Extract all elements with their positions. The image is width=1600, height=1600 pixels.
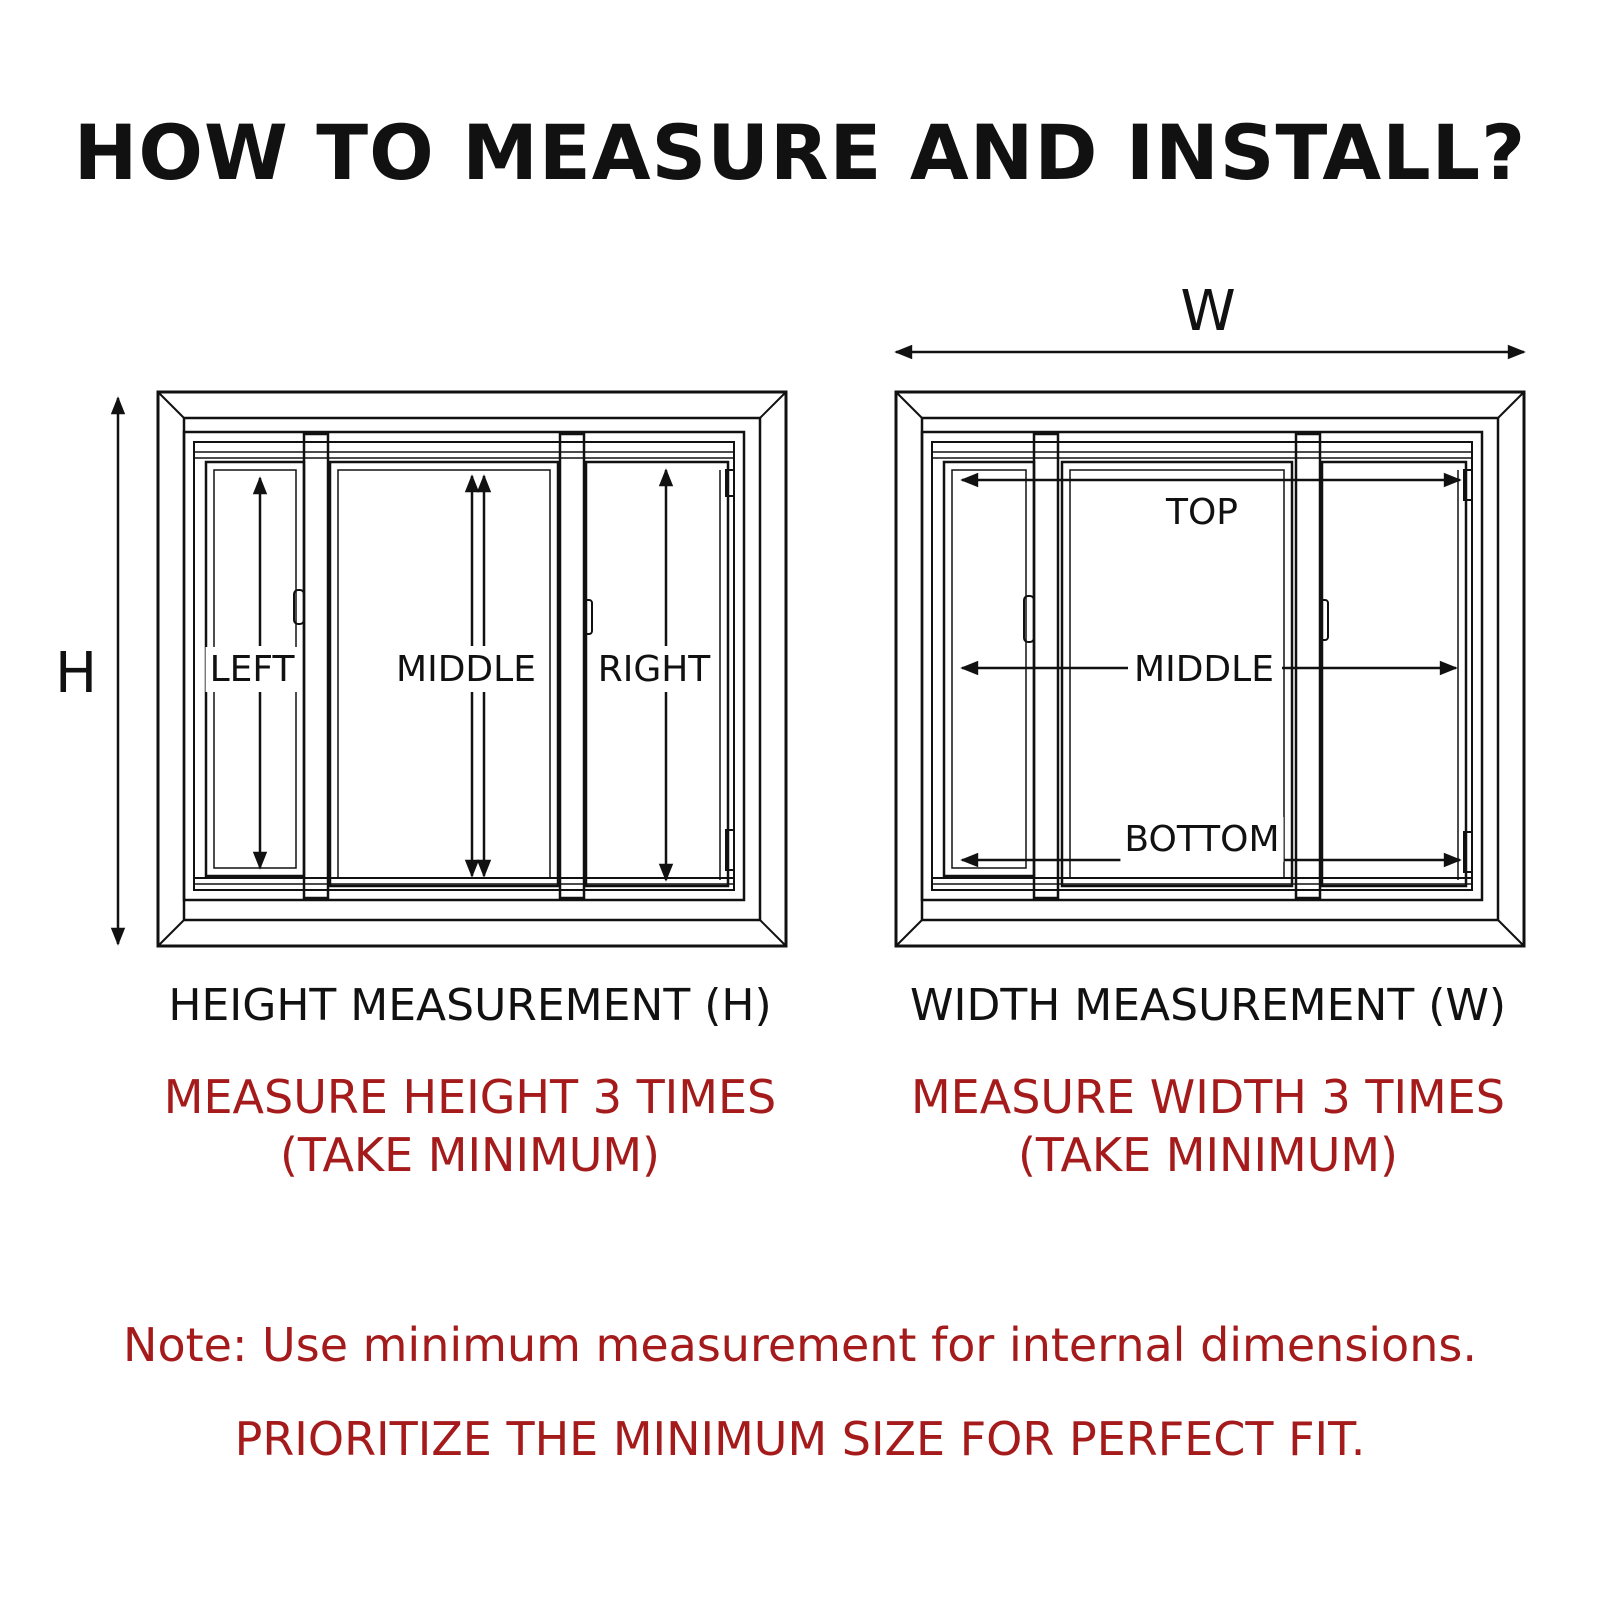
window-outer-frame	[894, 390, 1526, 948]
width-dimension-label: W	[1180, 279, 1235, 344]
width-caption: WIDTH MEASUREMENT (W)	[909, 980, 1507, 1031]
width-instruction-line1: MEASURE WIDTH 3 TIMES	[910, 1070, 1506, 1124]
height-instruction: MEASURE HEIGHT 3 TIMES (TAKE MINIMUM)	[150, 1068, 790, 1184]
width-instruction-line2: (TAKE MINIMUM)	[1017, 1128, 1399, 1182]
height-window-illustration	[156, 390, 788, 948]
label-middle-width: MIDDLE	[1134, 649, 1274, 690]
note-text: Note: Use minimum measurement for intern…	[123, 1318, 1477, 1372]
label-bottom: BOTTOM	[1124, 819, 1279, 860]
label-left: LEFT	[210, 649, 296, 690]
label-middle-height: MIDDLE	[396, 649, 536, 690]
height-caption: HEIGHT MEASUREMENT (H)	[168, 980, 772, 1031]
height-measure-arrows	[252, 468, 674, 882]
footer-text: PRIORITIZE THE MINIMUM SIZE FOR PERFECT …	[234, 1412, 1366, 1466]
width-window-illustration	[894, 390, 1526, 948]
window-outer-frame	[156, 390, 788, 948]
height-instruction-line1: MEASURE HEIGHT 3 TIMES	[163, 1070, 777, 1124]
label-right: RIGHT	[598, 649, 712, 690]
label-top: TOP	[1165, 492, 1238, 533]
height-instruction-line2: (TAKE MINIMUM)	[279, 1128, 661, 1182]
width-instruction: MEASURE WIDTH 3 TIMES (TAKE MINIMUM)	[888, 1068, 1528, 1184]
page-title: HOW TO MEASURE AND INSTALL?	[73, 108, 1527, 197]
height-dimension-label: H	[55, 641, 97, 706]
